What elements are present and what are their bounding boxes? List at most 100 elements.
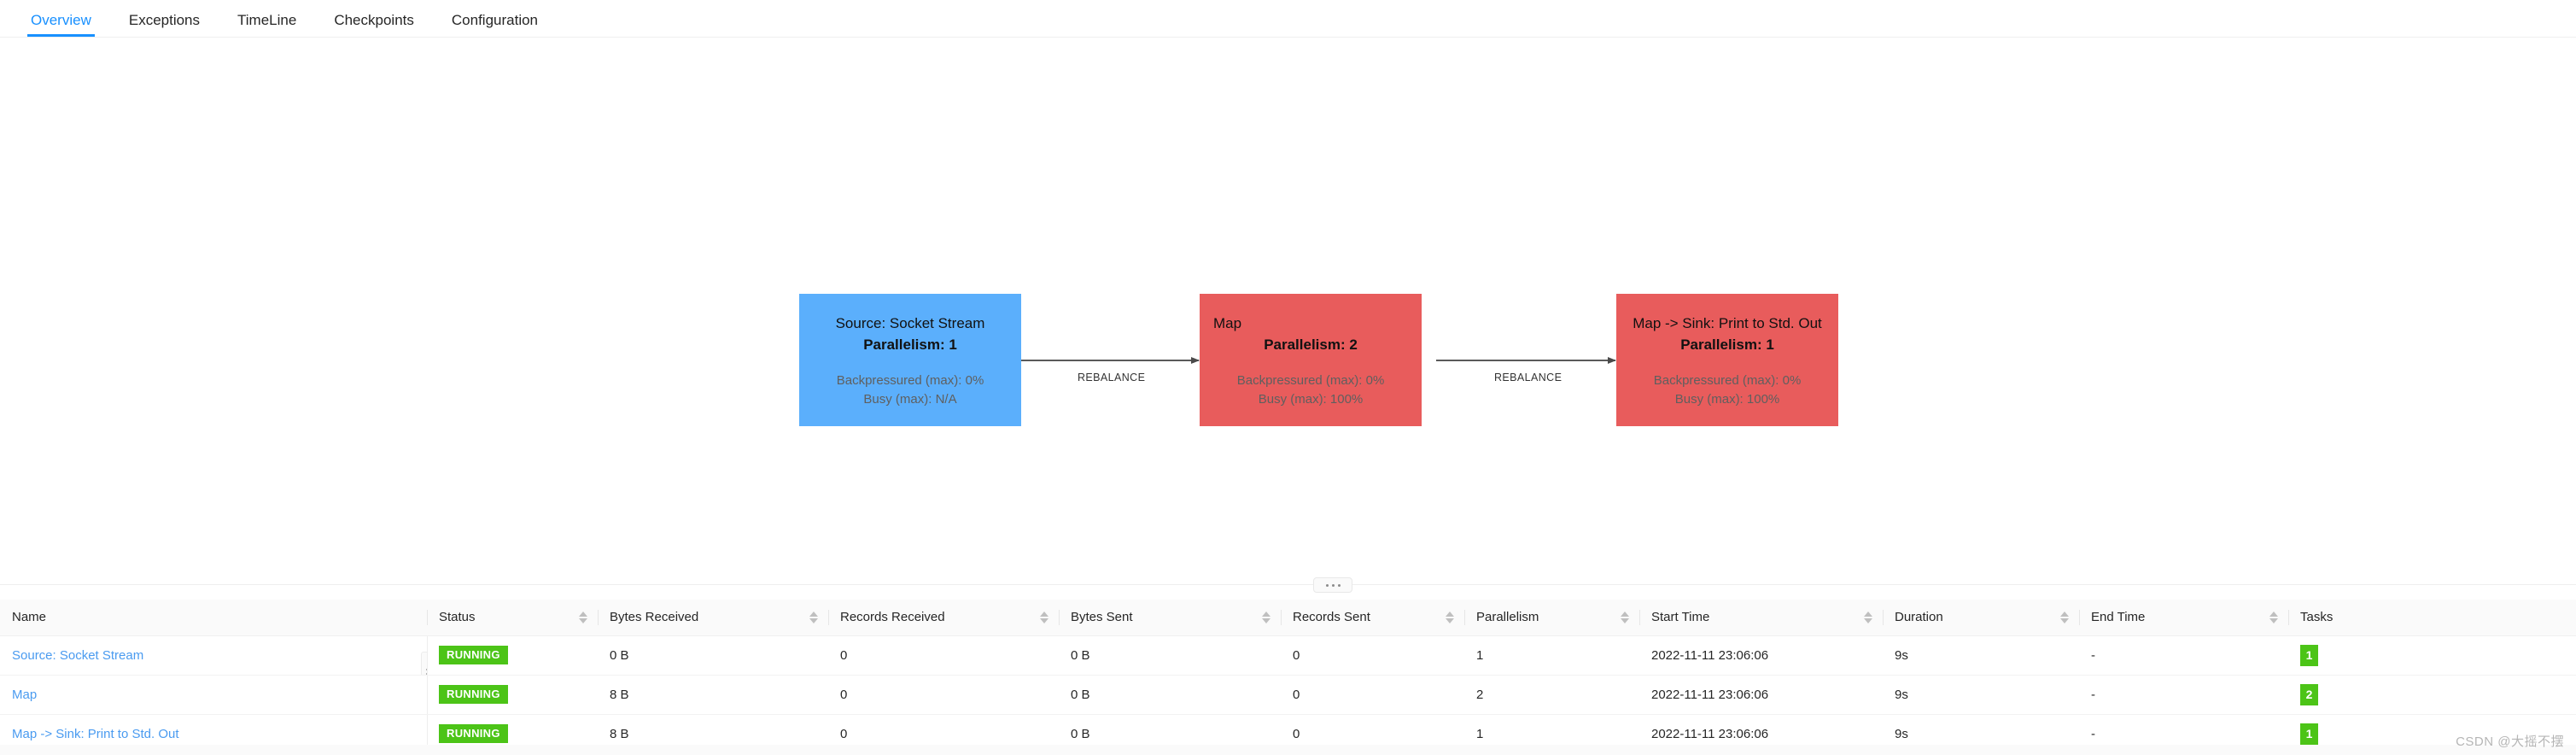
cell-start-time: 2022-11-11 23:06:06 — [1639, 675, 1883, 715]
edge-label-rebalance-1: REBALANCE — [1078, 372, 1146, 383]
graph-node-backpressured: Backpressured (max): 0% — [1653, 372, 1802, 388]
column-label: Duration — [1895, 610, 1943, 625]
graph-node-metrics: Backpressured (max): 0% Busy (max): 100% — [1616, 372, 1838, 409]
graph-node-busy: Busy (max): N/A — [863, 392, 957, 407]
sort-toggle-icon[interactable] — [809, 611, 818, 623]
graph-node-busy: Busy (max): 100% — [1674, 392, 1780, 407]
sort-toggle-icon[interactable] — [2060, 611, 2069, 623]
graph-node-map-sink-print-std-out[interactable]: Map -> Sink: Print to Std. Out Paralleli… — [1616, 294, 1838, 426]
sort-toggle-icon[interactable] — [579, 611, 587, 623]
column-label: Records Sent — [1293, 610, 1370, 625]
column-resize-grip[interactable] — [421, 651, 427, 674]
column-header-bytes-received[interactable]: Bytes Received — [598, 600, 828, 636]
column-header-records-sent[interactable]: Records Sent — [1281, 600, 1464, 636]
vertex-link[interactable]: Map -> Sink: Print to Std. Out — [12, 726, 179, 741]
tab-exceptions-label: Exceptions — [128, 12, 201, 28]
column-header-bytes-sent[interactable]: Bytes Sent — [1059, 600, 1281, 636]
cell-duration: 9s — [1883, 635, 2079, 676]
tab-timeline-label: TimeLine — [237, 12, 297, 28]
vertex-link[interactable]: Source: Socket Stream — [12, 647, 144, 663]
job-graph-pane[interactable]: Source: Socket Stream Parallelism: 1 Bac… — [0, 38, 2576, 584]
vertex-link[interactable]: Map — [12, 687, 38, 702]
edge-label-rebalance-2: REBALANCE — [1494, 372, 1563, 383]
tab-timeline[interactable]: TimeLine — [219, 13, 315, 37]
graph-node-name: Map -> Sink: Print to Std. Out — [1633, 315, 1822, 331]
tab-overview[interactable]: Overview — [12, 13, 110, 37]
cell-records-received: 0 — [828, 635, 1059, 676]
column-label: Parallelism — [1476, 610, 1539, 625]
graph-node-map[interactable]: Map Parallelism: 2 Backpressured (max): … — [1200, 294, 1422, 426]
sort-toggle-icon[interactable] — [1446, 611, 1454, 623]
tab-checkpoints-label: Checkpoints — [334, 12, 414, 28]
column-label: Bytes Received — [610, 610, 699, 625]
table-header-row: Name Status Bytes Received Records Recei… — [0, 600, 2576, 636]
cell-bytes-sent: 0 B — [1059, 635, 1281, 676]
column-label: Tasks — [2300, 610, 2334, 625]
sort-toggle-icon[interactable] — [2269, 611, 2278, 623]
sort-toggle-icon[interactable] — [1262, 611, 1270, 623]
table-row[interactable]: Map RUNNING 8 B 0 0 B 0 2 2022-11-11 23:… — [0, 675, 2576, 715]
status-badge: RUNNING — [439, 646, 508, 664]
graph-node-source-socket-stream[interactable]: Source: Socket Stream Parallelism: 1 Bac… — [799, 294, 1021, 426]
column-label: Records Received — [840, 610, 945, 625]
column-header-start-time[interactable]: Start Time — [1639, 600, 1883, 636]
job-graph-canvas[interactable]: Source: Socket Stream Parallelism: 1 Bac… — [0, 38, 2576, 584]
tab-exceptions[interactable]: Exceptions — [110, 13, 219, 37]
splitter-grip-handle[interactable] — [1313, 577, 1352, 593]
column-label: Start Time — [1651, 610, 1710, 625]
graph-node-busy: Busy (max): 100% — [1258, 392, 1364, 407]
cell-start-time: 2022-11-11 23:06:06 — [1639, 635, 1883, 676]
graph-node-backpressured: Backpressured (max): 0% — [1236, 372, 1385, 388]
grip-dot-icon — [1337, 583, 1341, 587]
cell-end-time: - — [2079, 635, 2288, 676]
tab-configuration[interactable]: Configuration — [433, 13, 557, 37]
graph-node-parallelism: Parallelism: 2 — [1264, 336, 1358, 353]
column-header-duration[interactable]: Duration — [1883, 600, 2079, 636]
main-tab-bar: Overview Exceptions TimeLine Checkpoints… — [0, 0, 2576, 38]
cell-bytes-sent: 0 B — [1059, 675, 1281, 715]
tasks-badge: 2 — [2300, 683, 2318, 705]
cell-parallelism: 2 — [1464, 675, 1639, 715]
cell-end-time: - — [2079, 675, 2288, 715]
tasks-badge: 1 — [2300, 644, 2318, 666]
cell-name[interactable]: Source: Socket Stream — [0, 635, 427, 676]
column-header-status[interactable]: Status — [427, 600, 598, 636]
column-label: End Time — [2091, 610, 2146, 625]
tasks-badge: 1 — [2300, 723, 2318, 745]
cell-records-sent: 0 — [1281, 635, 1464, 676]
tab-overview-label: Overview — [31, 12, 91, 28]
status-badge: RUNNING — [439, 685, 508, 704]
sort-toggle-icon[interactable] — [1864, 611, 1872, 623]
cell-tasks: 2 — [2288, 675, 2576, 715]
graph-node-metrics: Backpressured (max): 0% Busy (max): N/A — [799, 372, 1021, 409]
graph-edges — [1021, 357, 1616, 364]
column-header-end-time[interactable]: End Time — [2079, 600, 2288, 636]
graph-table-splitter[interactable] — [0, 577, 2576, 600]
sort-toggle-icon[interactable] — [1621, 611, 1629, 623]
column-header-name[interactable]: Name — [0, 600, 427, 636]
column-header-tasks[interactable]: Tasks — [2288, 600, 2576, 636]
grip-dot-icon — [1325, 583, 1329, 587]
cell-records-received: 0 — [828, 675, 1059, 715]
table-row[interactable]: Source: Socket Stream RUNNING 0 B 0 0 B … — [0, 635, 2576, 676]
table-body: Source: Socket Stream RUNNING 0 B 0 0 B … — [0, 635, 2576, 754]
graph-node-parallelism: Parallelism: 1 — [863, 336, 957, 353]
cell-duration: 9s — [1883, 675, 2079, 715]
cell-bytes-received: 0 B — [598, 635, 828, 676]
graph-node-name: Source: Socket Stream — [835, 315, 985, 331]
grip-dot-icon — [1331, 583, 1335, 587]
graph-node-parallelism: Parallelism: 1 — [1680, 336, 1774, 353]
cell-name[interactable]: Map — [0, 675, 427, 715]
column-header-records-received[interactable]: Records Received — [828, 600, 1059, 636]
column-header-parallelism[interactable]: Parallelism — [1464, 600, 1639, 636]
tab-configuration-label: Configuration — [451, 12, 539, 28]
graph-node-metrics: Backpressured (max): 0% Busy (max): 100% — [1200, 372, 1422, 409]
cell-bytes-received: 8 B — [598, 675, 828, 715]
column-label: Name — [12, 610, 47, 625]
tab-checkpoints[interactable]: Checkpoints — [315, 13, 433, 37]
sort-toggle-icon[interactable] — [1040, 611, 1049, 623]
status-badge: RUNNING — [439, 724, 508, 743]
cell-records-sent: 0 — [1281, 675, 1464, 715]
cell-tasks: 1 — [2288, 635, 2576, 676]
table-footer-strip — [0, 745, 2576, 755]
